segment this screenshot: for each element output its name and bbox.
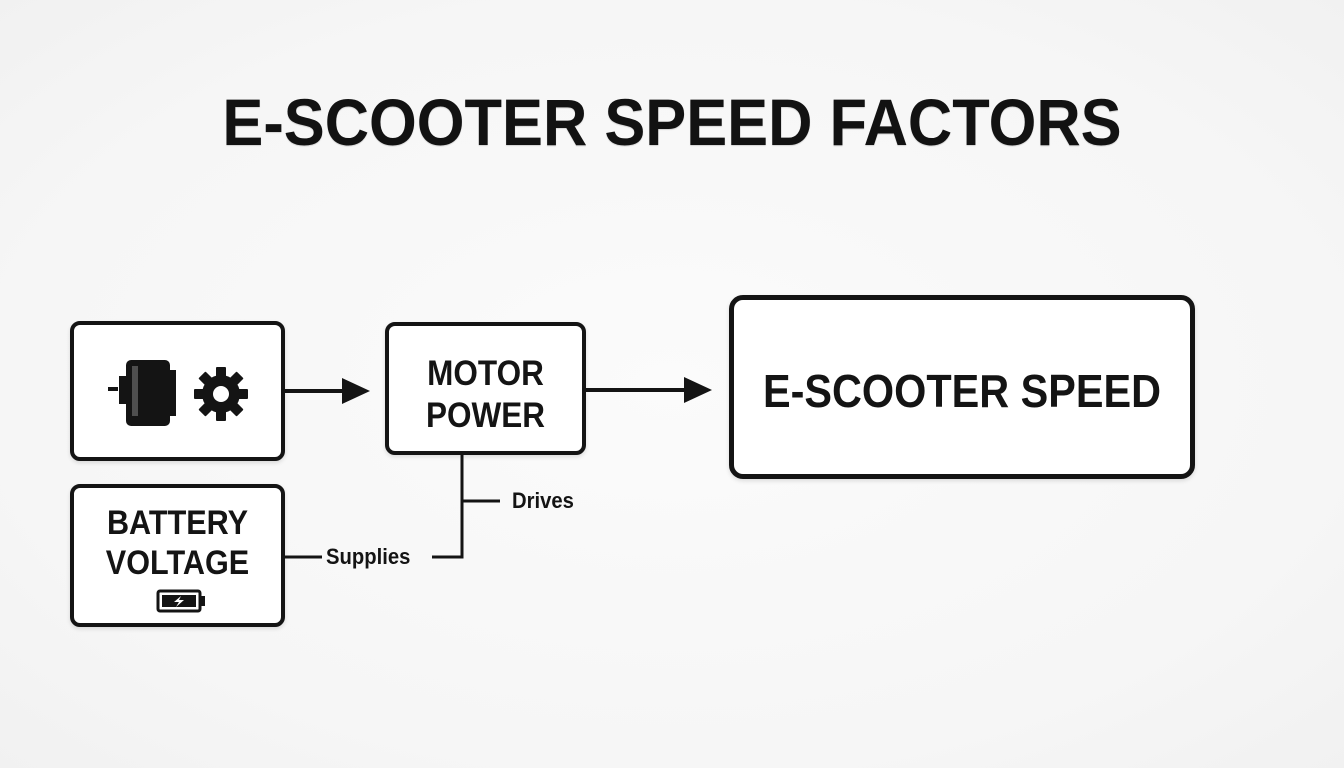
- battery-charging-icon: [156, 589, 205, 613]
- motor-power-label-line1: MOTOR: [427, 354, 544, 393]
- connector-battery-to-power: [285, 455, 500, 559]
- battery-voltage-label-line1: BATTERY: [106, 504, 249, 542]
- arrow-power-to-speed: [586, 377, 712, 403]
- motor-power-node: MOTOR POWER: [385, 322, 586, 455]
- arrow-motor-to-power: [285, 378, 370, 404]
- scooter-speed-label: E-SCOOTER SPEED: [763, 365, 1161, 417]
- battery-voltage-node: BATTERY VOLTAGE: [70, 484, 285, 627]
- motor-icon-node: [70, 321, 285, 461]
- motor-gear-icon-group: [108, 360, 248, 426]
- gear-icon: [194, 367, 248, 421]
- battery-voltage-label-line2: VOLTAGE: [105, 544, 250, 582]
- motor-power-label-line2: POWER: [425, 396, 545, 435]
- drives-label: Drives: [512, 488, 574, 513]
- diagram-title: E-SCOOTER SPEED FACTORS: [222, 85, 1122, 159]
- scooter-speed-node: E-SCOOTER SPEED: [729, 295, 1195, 479]
- motor-icon: [108, 360, 176, 426]
- supplies-label: Supplies: [326, 544, 411, 569]
